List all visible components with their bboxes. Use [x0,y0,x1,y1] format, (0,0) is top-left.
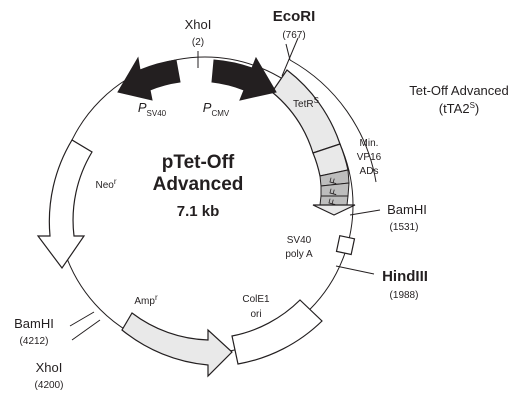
vp16-arrowhead [312,204,356,216]
xhoi-top-pos: (2) [192,37,204,48]
ampr-label-text: Amp [134,296,155,307]
bamhi-right-tick [349,209,381,216]
hindiii-tick [335,265,375,275]
ecori-tick [281,37,299,77]
xhoi-left-pos: (4200) [35,380,64,391]
tetr-label-text: TetR [293,99,314,110]
cole1-label-line2: ori [250,309,261,320]
plasmid-size: 7.1 kb [177,203,220,220]
bamhi-left-name: BamHI [14,316,54,331]
tta2s-label-line2: (tTA2S) [439,101,480,116]
bamhi-right-name: BamHI [387,202,427,217]
hindiii-name: HindIII [382,268,428,285]
xhoi-top-name: XhoI [185,17,212,32]
plasmid-name-line2: Advanced [153,174,244,195]
psv40-label-p: P [138,100,147,115]
tetr-feature [271,69,341,154]
cole1-label-line1: ColE1 [242,294,270,305]
ecori-name: EcoRI [273,8,316,25]
xhoi-left-tick [71,319,101,341]
bamhi-right-pos: (1531) [390,222,419,233]
vp16-label-line1: Min. [360,138,379,149]
tta2s-label-close: ) [475,101,479,116]
bamhi-left-tick [69,311,95,327]
vp16-label-line2: VP16 [357,152,382,163]
f-label-1: F [328,177,340,186]
neor-feature [36,139,93,270]
pcmv-feature [211,56,277,101]
psv40-feature [117,56,181,101]
ampr-label-sup: r [155,293,158,302]
ecori-pos: (767) [282,30,305,41]
ampr-label: Ampr [134,293,158,307]
psv40-label-sub: SV40 [147,109,167,118]
sv40-polya-feature [335,235,356,256]
neor-label-text: Neo [95,180,114,191]
tetr-label: TetRS [293,96,319,110]
ampr-feature [121,312,233,378]
bamhi-left-pos: (4212) [20,336,49,347]
f-label-2: F [328,188,340,197]
pcmv-label-p: P [203,100,212,115]
pcmv-label: PCMV [203,100,230,118]
pcmv-label-sub: CMV [211,109,229,118]
sv40-polya-label-line1: SV40 [287,235,312,246]
psv40-label: PSV40 [138,100,167,118]
tta2s-label-line1: Tet-Off Advanced [409,83,509,98]
hindiii-pos: (1988) [390,290,419,301]
sv40-polya-label-line2: poly A [285,249,313,260]
tta2s-label-open: (tTA2 [439,101,470,116]
f-label-3: F [327,198,339,207]
cole1-ori-feature [231,299,323,365]
vp16-label-line3: ADs [360,166,379,177]
f-domain-group: F F F [312,169,356,216]
neor-label: Neor [95,177,116,191]
xhoi-left-name: XhoI [36,360,63,375]
tta2s-label-sup: S [470,101,475,110]
plasmid-name-line1: pTet-Off [162,152,235,173]
neor-label-sup: r [114,177,117,186]
tetr-label-sup: S [314,96,319,105]
tta2s-bracket [289,59,377,183]
